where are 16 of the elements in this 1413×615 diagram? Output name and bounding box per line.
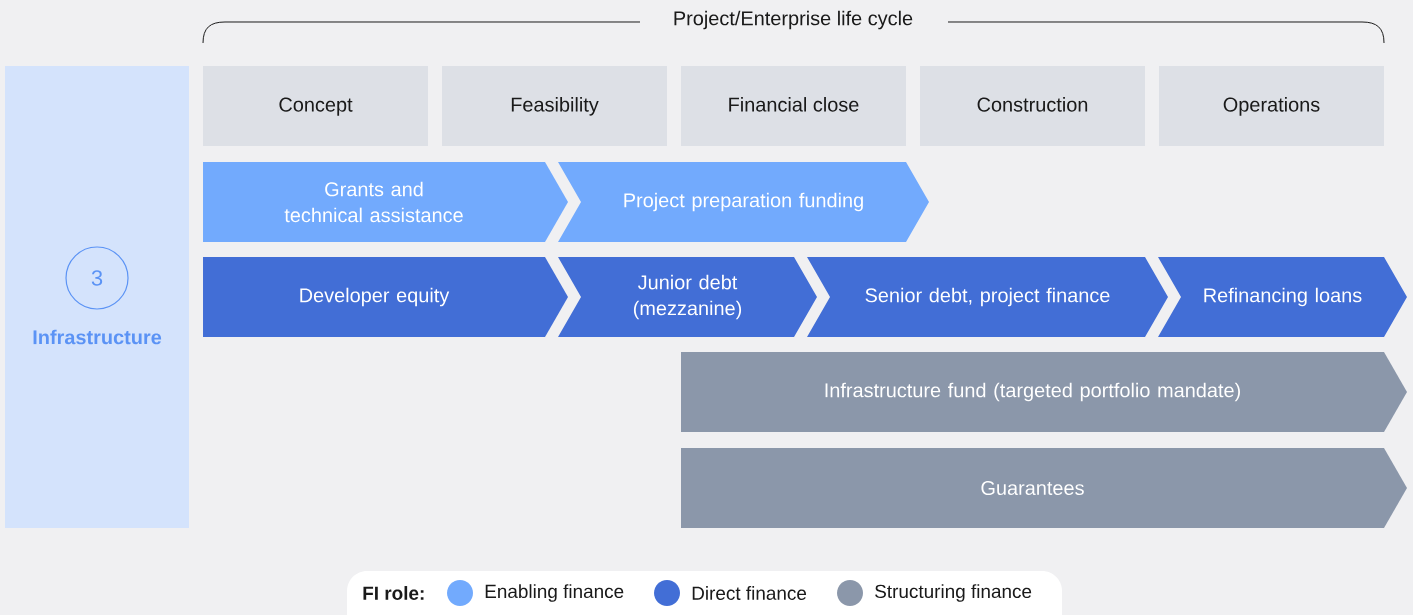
stage-box: Operations [1159, 66, 1384, 146]
funding-band: Developer equity [203, 257, 568, 337]
legend-label: Structuring finance [875, 584, 1032, 602]
funding-band: Senior debt, project finance [807, 257, 1168, 337]
funding-band: Grants and technical assistance [203, 162, 568, 242]
legend-title: FI role: [363, 586, 424, 600]
stage-box: Construction [920, 66, 1145, 146]
stage-box: Financial close [681, 66, 906, 146]
funding-band: Project preparation funding [558, 162, 929, 242]
legend-label: Enabling finance [485, 584, 624, 602]
legend-label: Direct finance [692, 586, 807, 600]
stage-box: Concept [203, 66, 428, 146]
funding-band: Infrastructure fund (targeted portfolio mandate) [681, 352, 1407, 432]
funding-band: Guarantees [681, 448, 1407, 528]
stage-box: Feasibility [442, 66, 667, 146]
title: Project/Enterprise life cycle [674, 10, 913, 30]
